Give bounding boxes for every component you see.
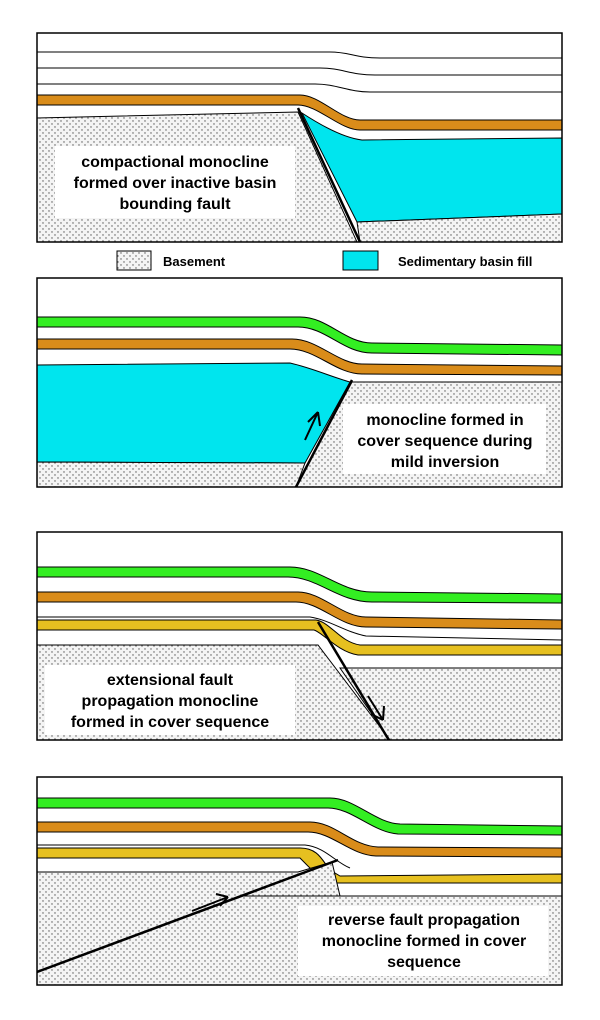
panel-2-caption-line-3: mild inversion	[391, 454, 499, 471]
basin-fill-swatch-icon	[342, 250, 379, 271]
thrust-slip-arrow-icon	[191, 893, 229, 912]
legend-label-basin-fill: Sedimentary basin fill	[398, 254, 532, 269]
panel-1-caption-line-3: bounding fault	[119, 196, 231, 213]
panel-4-caption-line-2: monocline formed in cover	[322, 933, 526, 950]
reverse-slip-arrow-icon	[304, 411, 321, 441]
panel-3: extensional fault propagation monocline …	[36, 531, 563, 741]
panel-1-caption-line-2: formed over inactive basin	[74, 175, 277, 192]
panel-4-caption-line-3: sequence	[387, 954, 461, 971]
panel-2-caption-line-2: cover sequence during	[357, 433, 532, 450]
panel-4: reverse fault propagation monocline form…	[36, 776, 563, 986]
panel-1: compactional monocline formed over inact…	[36, 32, 563, 243]
panel-3-caption-line-1: extensional fault	[107, 672, 234, 689]
panel-3-caption-line-2: propagation monocline	[82, 693, 259, 710]
panel-4-caption-line-1: reverse fault propagation	[328, 912, 520, 929]
panel-3-caption-line-3: formed in cover sequence	[71, 714, 269, 731]
legend: Basement Sedimentary basin fill	[116, 250, 532, 271]
basement-swatch-icon	[116, 250, 152, 271]
panel-2-caption-line-1: monocline formed in	[366, 412, 523, 429]
panel-2: monocline formed in cover sequence durin…	[36, 277, 563, 488]
panel-1-caption-line-1: compactional monocline	[81, 154, 269, 171]
legend-label-basement: Basement	[163, 254, 226, 269]
normal-slip-arrow-icon	[367, 695, 385, 721]
